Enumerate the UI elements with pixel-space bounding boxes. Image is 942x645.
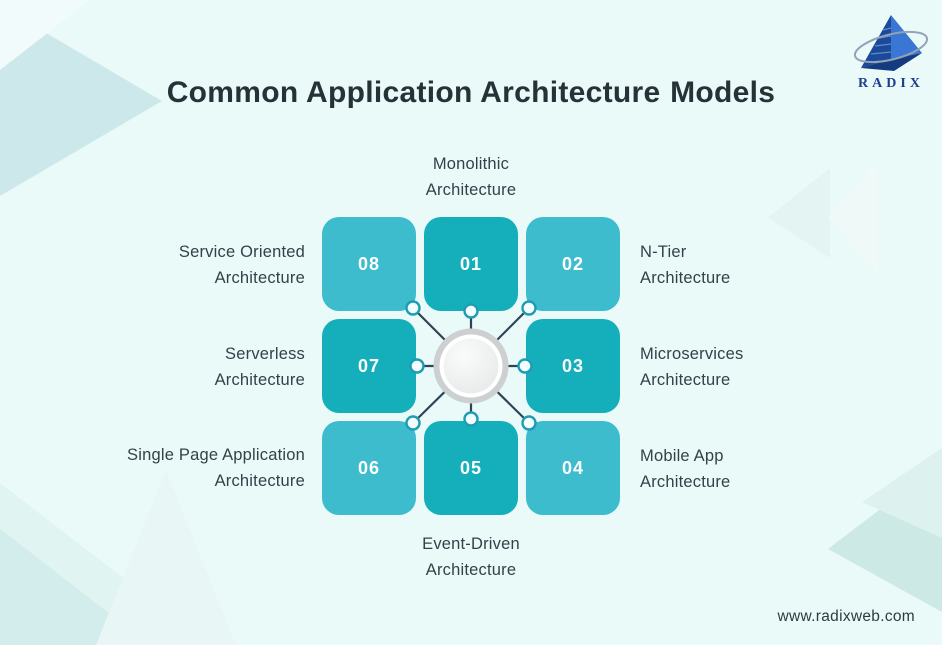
label-microservices-architecture: Microservices Architecture: [640, 341, 900, 393]
tile-03: 03: [526, 319, 620, 413]
logo-text: RADIX: [858, 76, 924, 91]
label-line: Architecture: [425, 181, 517, 199]
label-line: Architecture: [640, 269, 731, 287]
label-n-tier-architecture: N-Tier Architecture: [640, 239, 900, 291]
hub-spokes-graphic: [405, 300, 537, 431]
tile-08: 08: [322, 217, 416, 311]
label-line: Service Oriented: [178, 243, 305, 261]
logo-pyramid-right-face: [891, 15, 922, 59]
label-line: Architecture: [640, 473, 731, 491]
label-service-oriented-architecture: Service Oriented Architecture: [45, 239, 305, 291]
decor-triangle-top-left-light: [0, 0, 90, 70]
label-line: Architecture: [425, 561, 517, 579]
spoke-end-dots: [405, 300, 537, 431]
logo-pyramid-left-face: [861, 15, 891, 68]
label-line: Architecture: [214, 269, 305, 287]
label-line: Serverless: [225, 345, 305, 363]
page-title-prefix: Common Application Architecture: [166, 76, 661, 110]
hub-circle: [433, 328, 509, 404]
label-line: N-Tier: [640, 243, 687, 261]
website-url: www.radixweb.com: [777, 608, 915, 625]
label-line: Architecture: [214, 371, 305, 389]
logo-pyramid-base: [861, 53, 922, 71]
label-line: Architecture: [214, 472, 305, 490]
tile-07: 07: [322, 319, 416, 413]
page-title-highlight: Models: [666, 76, 786, 114]
tile-06: 06: [322, 421, 416, 515]
decor-triangle-bottom-left-light: [96, 470, 236, 645]
label-line: Mobile App: [640, 447, 724, 465]
label-monolithic-architecture: Monolithic Architecture: [322, 151, 620, 203]
label-line: Event-Driven: [422, 535, 520, 553]
tile-02: 02: [526, 217, 620, 311]
decor-triangle-bottom-left-inner: [0, 528, 150, 645]
logo-orbit-ring: [853, 30, 929, 64]
label-mobile-app-architecture: Mobile App Architecture: [640, 443, 900, 495]
tile-04: 04: [526, 421, 620, 515]
radix-logo: RADIX: [853, 15, 929, 91]
tile-01: 01: [424, 217, 518, 311]
label-serverless-architecture: Serverless Architecture: [45, 341, 305, 393]
label-line: Architecture: [640, 371, 731, 389]
label-line: Single Page Application: [127, 446, 305, 464]
label-single-page-application-architecture: Single Page Application Architecture: [45, 442, 305, 494]
label-event-driven-architecture: Event-Driven Architecture: [322, 531, 620, 583]
architecture-grid: 08 01 02 07 03 06 05 04: [322, 217, 620, 515]
label-line: Microservices: [640, 345, 744, 363]
label-line: Monolithic: [432, 155, 510, 173]
tile-05: 05: [424, 421, 518, 515]
